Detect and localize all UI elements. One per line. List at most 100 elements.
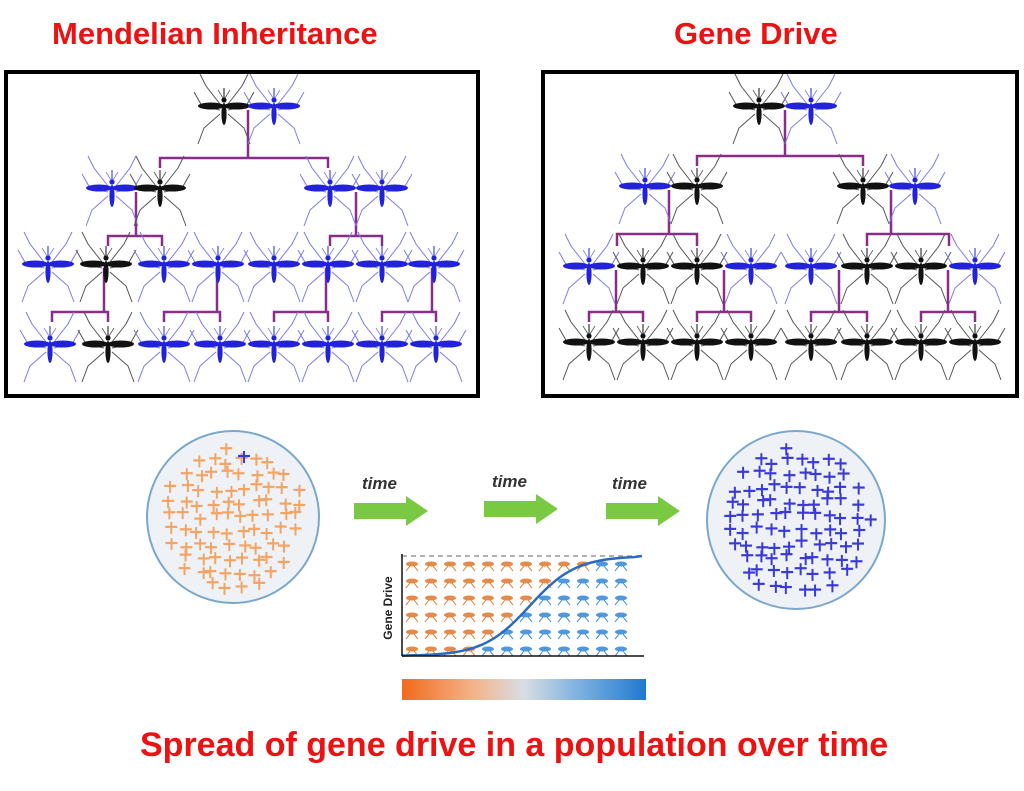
mosquito-icon	[225, 485, 238, 498]
mosquito-icon	[851, 512, 864, 525]
mosquito-icon	[736, 509, 749, 522]
mosquito-icon	[248, 523, 261, 536]
chart-mosquito-icon	[557, 578, 571, 589]
mosquito-icon	[277, 556, 290, 569]
time-gradient-bar	[402, 679, 646, 700]
mosquito-icon	[850, 556, 863, 569]
mosquito-icon	[250, 453, 263, 466]
mosquito-icon	[780, 74, 842, 145]
mosquito-icon	[795, 535, 808, 548]
mosquito-icon	[840, 541, 853, 554]
chart-mosquito-icon	[614, 629, 628, 640]
chart-mosquito-icon	[462, 629, 476, 640]
mosquito-icon	[795, 524, 808, 537]
mosquito-icon	[223, 538, 236, 551]
chart-mosquito-icon	[538, 629, 552, 640]
mosquito-icon	[837, 468, 850, 481]
mosquito-icon	[235, 581, 248, 594]
mosquito-icon	[743, 567, 756, 580]
mosquito-icon	[864, 514, 877, 527]
chart-mosquito-icon	[424, 595, 438, 606]
chart-mosquito-icon	[462, 595, 476, 606]
mosquito-icon	[823, 510, 836, 523]
mosquito-icon	[780, 233, 842, 305]
mosquito-icon	[277, 540, 290, 553]
mosquito-icon	[264, 566, 277, 579]
time-label-3: time	[612, 474, 647, 493]
mosquito-icon	[250, 479, 263, 492]
mosquito-icon	[890, 309, 952, 381]
mosquito-icon	[165, 538, 178, 551]
chart-mosquito-icon	[519, 646, 533, 657]
mosquito-icon	[806, 568, 819, 581]
mosquito-icon	[243, 311, 305, 383]
time-arrow-1-icon	[354, 496, 428, 526]
mosquito-icon	[823, 567, 836, 580]
mosquito-icon	[246, 509, 259, 522]
mosquito-icon	[768, 542, 781, 555]
mendelian-pedigree-diagram	[17, 74, 467, 383]
mosquito-icon	[853, 524, 866, 537]
mosquito-icon	[219, 568, 232, 581]
mosquito-icon	[222, 496, 235, 509]
mosquito-icon	[780, 549, 793, 562]
mosquito-icon	[821, 493, 834, 506]
mosquito-icon	[780, 481, 793, 494]
mosquito-icon	[233, 568, 246, 581]
mosquito-icon	[852, 482, 865, 495]
time-label-1: time	[362, 474, 397, 493]
mosquito-icon	[267, 538, 280, 551]
mosquito-icon	[178, 563, 191, 576]
mosquito-icon	[724, 510, 737, 523]
mosquito-icon	[218, 582, 231, 595]
chart-mosquito-icon	[614, 578, 628, 589]
mosquito-icon	[197, 567, 210, 580]
mosquito-icon	[205, 466, 218, 479]
mosquito-icon	[822, 453, 835, 466]
mosquito-icon	[739, 540, 752, 553]
mosquito-icon	[755, 484, 768, 497]
chart-mosquito-icon	[405, 561, 419, 572]
mosquito-icon	[841, 563, 854, 576]
mosquito-icon	[834, 513, 847, 526]
mosquito-icon	[768, 479, 781, 492]
mosquito-icon	[275, 482, 288, 495]
mosquito-icon	[204, 542, 217, 555]
mosquito-icon	[807, 499, 820, 512]
chart-mosquito-icon	[614, 595, 628, 606]
mosquito-icon	[825, 538, 838, 551]
mosquito-icon	[75, 231, 137, 303]
chart-mosquito-icon	[500, 595, 514, 606]
mosquito-icon	[809, 584, 822, 597]
chart-mosquito-icon	[443, 561, 457, 572]
mosquito-icon	[237, 526, 250, 539]
mosquito-icon	[835, 554, 848, 567]
mosquito-icon	[260, 528, 273, 541]
chart-mosquito-icon	[462, 561, 476, 572]
mosquito-icon	[17, 231, 79, 303]
mosquito-icon	[293, 499, 306, 512]
mosquito-icon	[813, 539, 826, 552]
mosquito-icon	[19, 311, 81, 383]
time-arrow-3-icon	[606, 496, 680, 526]
mosquito-icon	[289, 523, 302, 536]
chart-mosquito-icon	[557, 646, 571, 657]
mosquito-icon	[267, 467, 280, 480]
mosquito-icon	[207, 499, 220, 512]
mosquito-icon	[755, 550, 768, 563]
chart-mosquito-icon	[595, 595, 609, 606]
mosquito-icon	[236, 552, 249, 565]
mosquito-icon	[779, 582, 792, 595]
mosquito-icon	[194, 513, 207, 526]
chart-mosquito-icon	[576, 595, 590, 606]
chart-mosquito-icon	[462, 612, 476, 623]
mosquito-icon	[799, 467, 812, 480]
mosquito-icon	[209, 552, 222, 565]
mosquito-icon	[743, 485, 756, 498]
mosquito-icon	[210, 508, 223, 521]
mosquito-icon	[220, 443, 233, 456]
mosquito-icon	[806, 552, 819, 565]
mosquito-icon	[190, 500, 203, 513]
chart-mosquito-icon	[443, 629, 457, 640]
chart-mosquito-icon	[614, 646, 628, 657]
